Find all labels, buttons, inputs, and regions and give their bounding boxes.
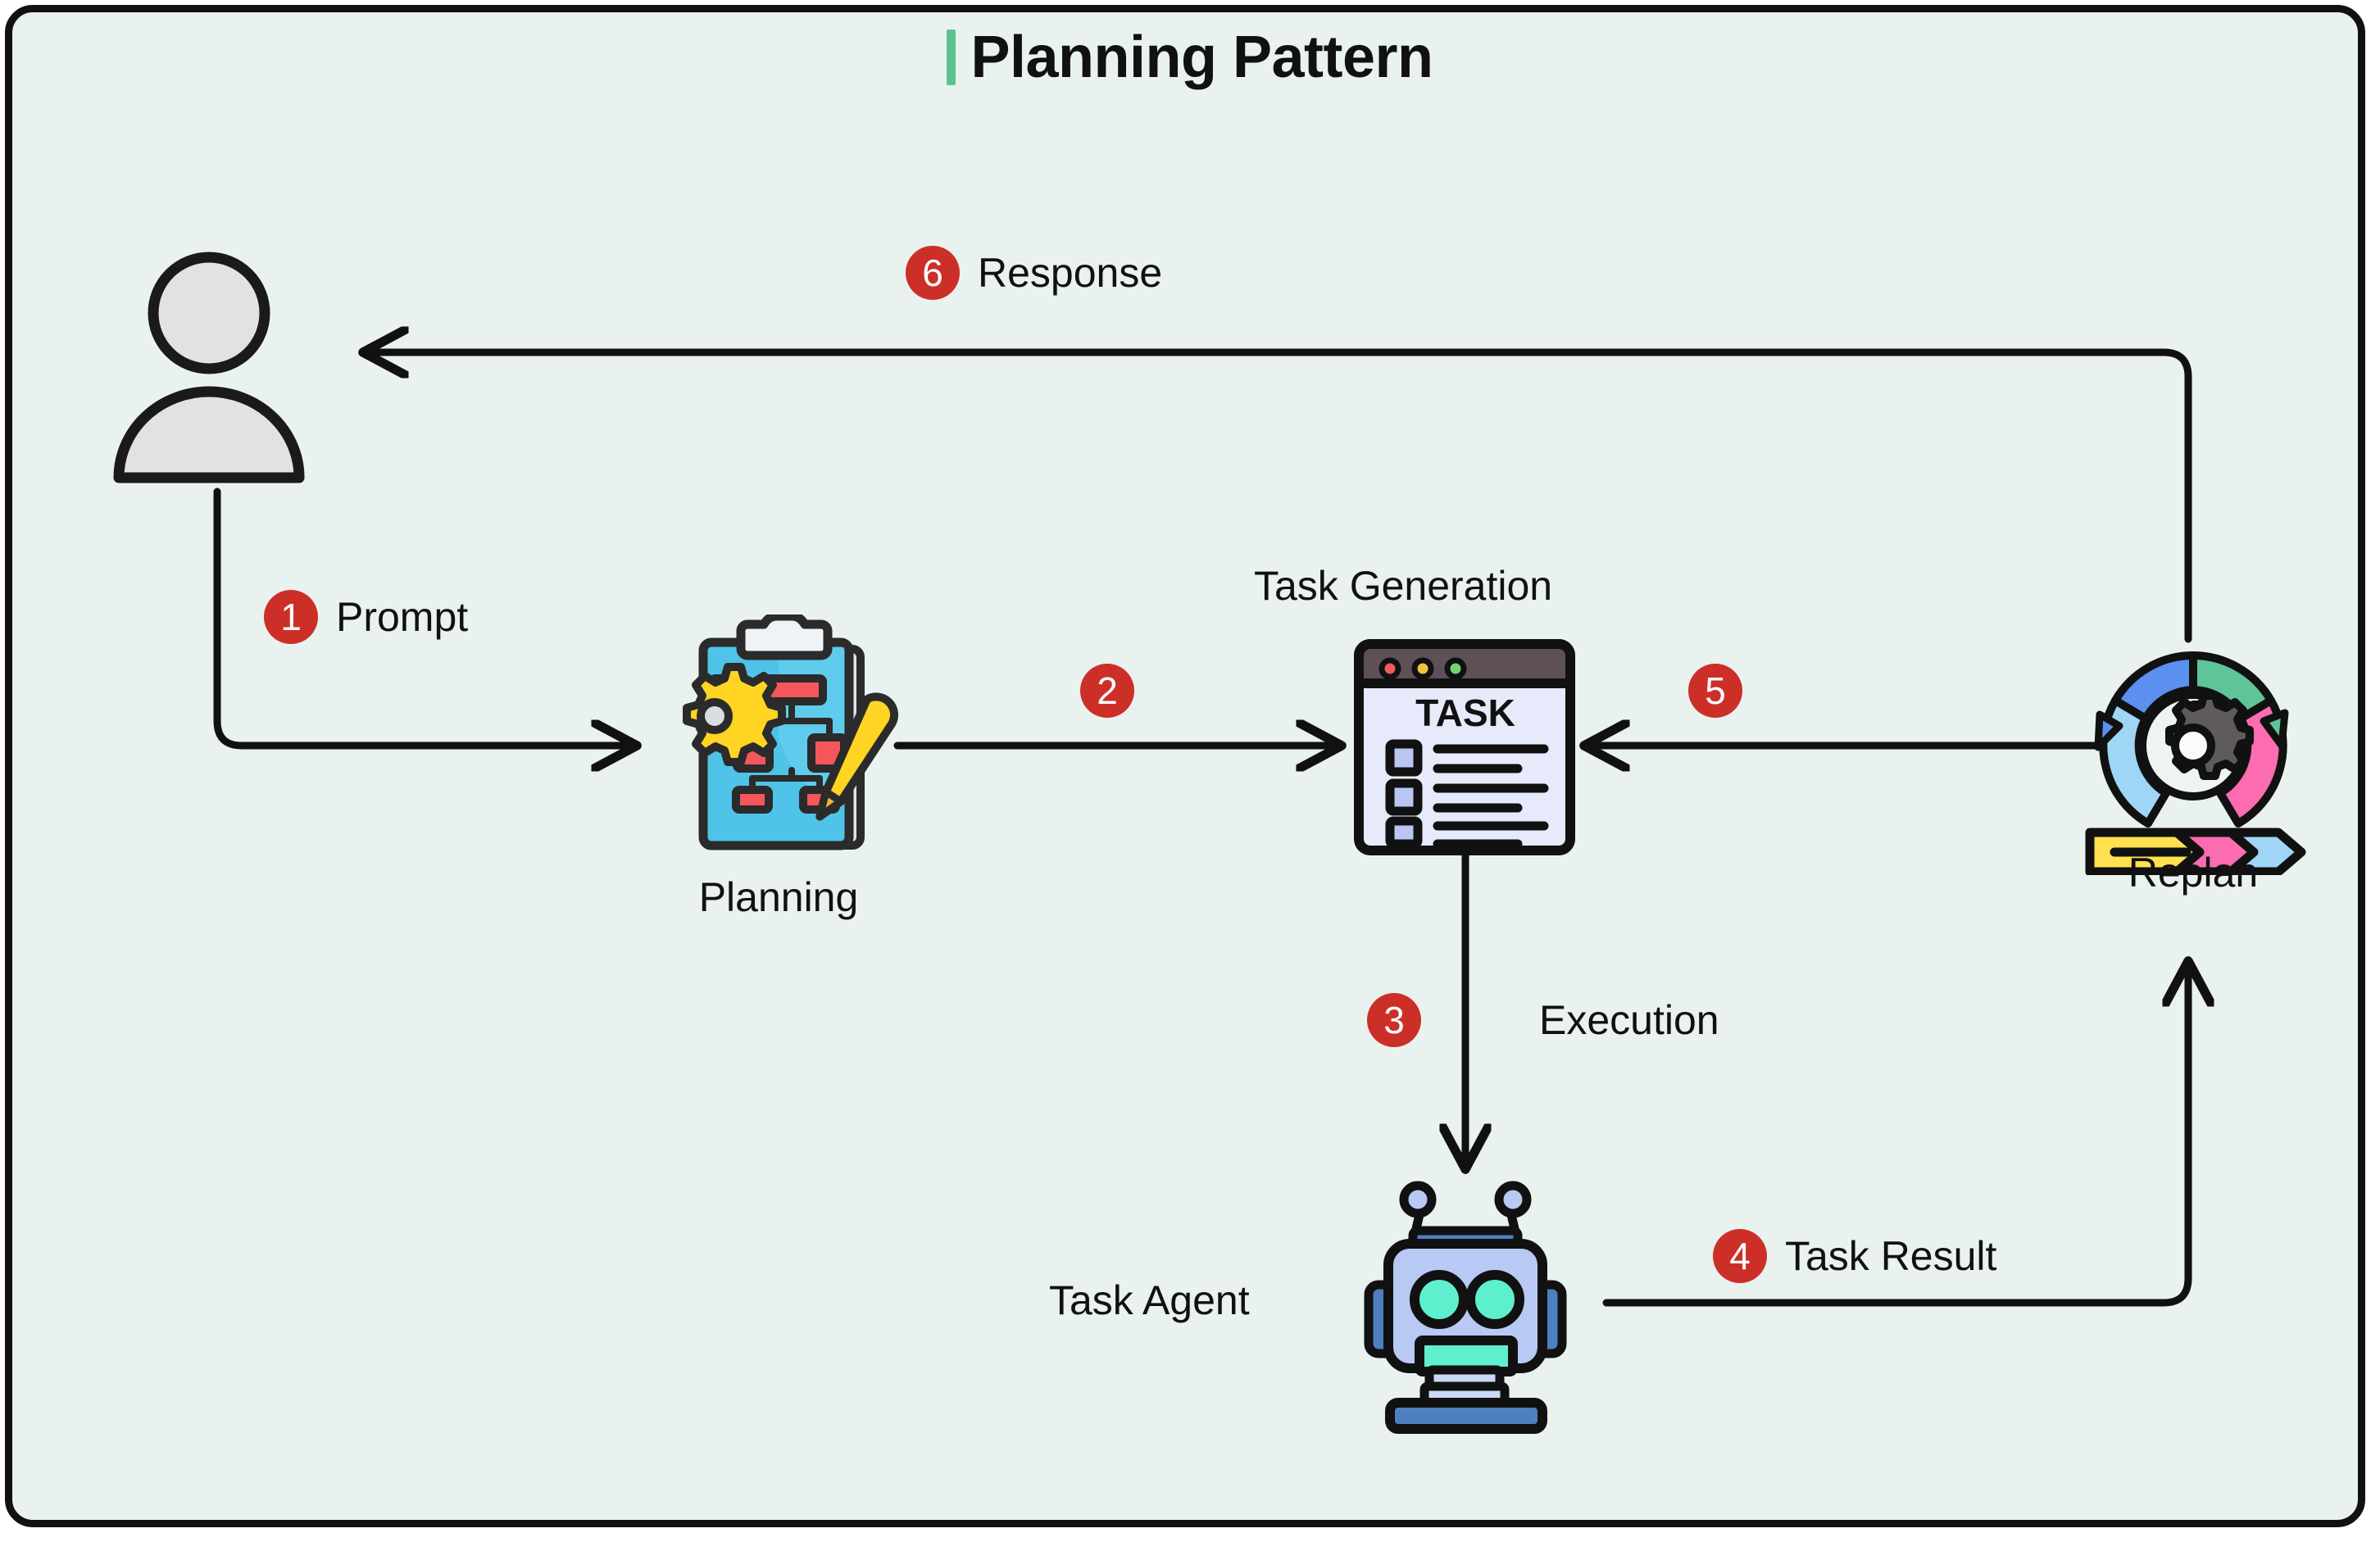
step-label-4: Task Result — [1785, 1233, 1997, 1279]
task-generation-label: Task Generation — [1254, 563, 1553, 609]
replan-label: Replan — [2128, 850, 2259, 896]
title-text: Planning Pattern — [970, 25, 1433, 90]
replan-cycle-icon[interactable] — [2078, 637, 2308, 877]
step-badge-2: 2 — [1080, 664, 1134, 718]
step-badge-1: 1 — [264, 590, 318, 644]
planning-icon[interactable] — [656, 611, 902, 869]
step-badge-5: 5 — [1688, 664, 1742, 718]
step-label-3: Execution — [1539, 997, 1719, 1043]
step-badge-4: 4 — [1713, 1229, 1767, 1283]
step-6-response: 6 Response — [906, 246, 1162, 300]
page-title: Planning Pattern — [0, 28, 2380, 87]
robot-icon[interactable] — [1351, 1180, 1580, 1442]
step-1-prompt: 1 Prompt — [264, 590, 468, 644]
planning-label: Planning — [698, 874, 859, 920]
task-window-icon[interactable]: TASK — [1351, 637, 1580, 859]
step-label-6: Response — [978, 250, 1163, 296]
step-3-execution: 3 Execution — [1367, 993, 1719, 1047]
step-label-1: Prompt — [336, 594, 469, 640]
step-badge-3: 3 — [1367, 993, 1421, 1047]
step-4-task-result: 4 Task Result — [1713, 1229, 1996, 1283]
user-icon[interactable] — [82, 238, 344, 483]
task-agent-label: Task Agent — [1049, 1277, 1250, 1323]
title-accent-bar — [947, 29, 956, 85]
task-window-heading: TASK — [1415, 692, 1515, 734]
step-badge-6: 6 — [906, 246, 960, 300]
